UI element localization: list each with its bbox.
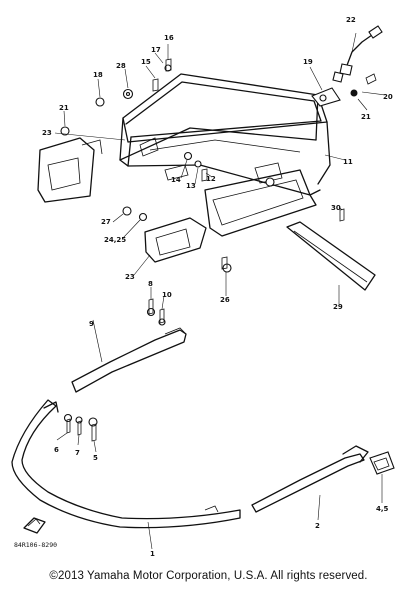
mid-hardware [122, 206, 345, 326]
label-part-28: 28 [116, 62, 126, 70]
label-part-14: 14 [171, 176, 181, 184]
label-part-8: 8 [148, 280, 153, 288]
label-part-23-lower: 23 [125, 273, 135, 281]
label-part-13: 13 [186, 182, 196, 190]
leader-lines [54, 32, 386, 550]
copyright-notice: ©2013 Yamaha Motor Corporation, U.S.A. A… [49, 570, 368, 582]
label-part-9: 9 [89, 320, 94, 328]
label-part-19: 19 [303, 58, 313, 66]
label-part-5: 5 [93, 454, 98, 462]
label-part-11: 11 [343, 158, 353, 166]
label-part-18: 18 [93, 71, 103, 79]
label-part-10: 10 [162, 291, 172, 299]
exploded-parts-diagram: 22 16 17 28 15 18 19 20 21 21 23 11 14 1… [11, 16, 395, 558]
drawing-reference-code: 84R106-8290 [14, 541, 57, 549]
label-part-23-upper: 23 [42, 129, 52, 137]
bracket-19 [311, 73, 377, 107]
part-labels: 22 16 17 28 15 18 19 20 21 21 23 11 14 1… [14, 16, 393, 558]
rack-frame [119, 73, 331, 237]
bumper-part-1 [11, 399, 241, 529]
side-plate-right [144, 217, 207, 263]
hardware-5-6-7 [63, 413, 98, 442]
label-part-24-25: 24,25 [104, 236, 126, 244]
cable-assembly [332, 25, 383, 83]
bar-part-2 [251, 445, 395, 513]
flat-plate [286, 221, 376, 291]
label-part-20: 20 [383, 93, 393, 101]
top-hardware [60, 58, 208, 182]
label-part-15: 15 [141, 58, 151, 66]
label-part-12: 12 [206, 175, 216, 183]
label-part-4-5: 4,5 [376, 505, 389, 513]
label-part-1: 1 [150, 550, 155, 558]
label-part-27: 27 [101, 218, 111, 226]
label-part-26: 26 [220, 296, 230, 304]
label-part-21-right: 21 [361, 113, 371, 121]
label-part-16: 16 [164, 34, 174, 42]
label-part-2: 2 [315, 522, 320, 530]
label-part-6: 6 [54, 446, 59, 454]
label-part-7: 7 [75, 449, 80, 457]
tube-part-9 [71, 327, 187, 393]
label-part-29: 29 [333, 303, 343, 311]
label-part-22: 22 [346, 16, 356, 24]
label-part-30: 30 [331, 204, 341, 212]
label-part-17: 17 [151, 46, 161, 54]
front-arrow-icon [23, 517, 46, 534]
side-plate-left [37, 137, 103, 203]
label-part-21-left: 21 [59, 104, 69, 112]
